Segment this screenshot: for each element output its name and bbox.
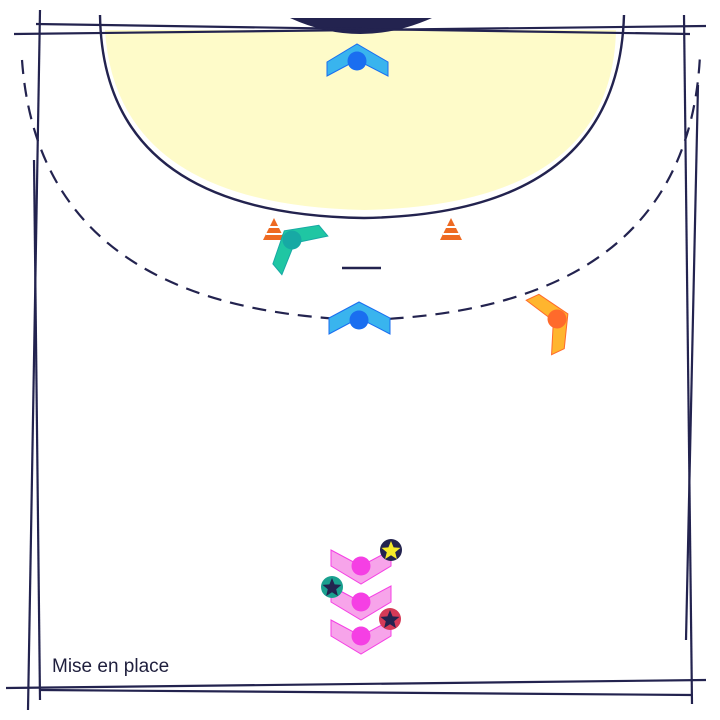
- attacker-player: [330, 619, 392, 655]
- cone-icon: [440, 218, 462, 240]
- nine-meter-line: [20, 54, 702, 322]
- star-ball-icon: [379, 608, 401, 630]
- drill-caption: Mise en place: [52, 656, 169, 677]
- goalkeeper-player: [326, 43, 389, 77]
- star-ball-icon: [380, 539, 402, 561]
- attacker-player: [330, 585, 392, 621]
- attacker-player: [330, 549, 392, 585]
- left-defender-player: [272, 224, 329, 276]
- goal-area: [105, 30, 616, 210]
- right-wing-player: [525, 293, 569, 356]
- six-meter-line: [98, 14, 626, 220]
- central-defender-player: [328, 301, 391, 335]
- court-boundary: [5, 9, 707, 711]
- star-ball-icon: [321, 576, 343, 598]
- cone-icon: [263, 218, 285, 240]
